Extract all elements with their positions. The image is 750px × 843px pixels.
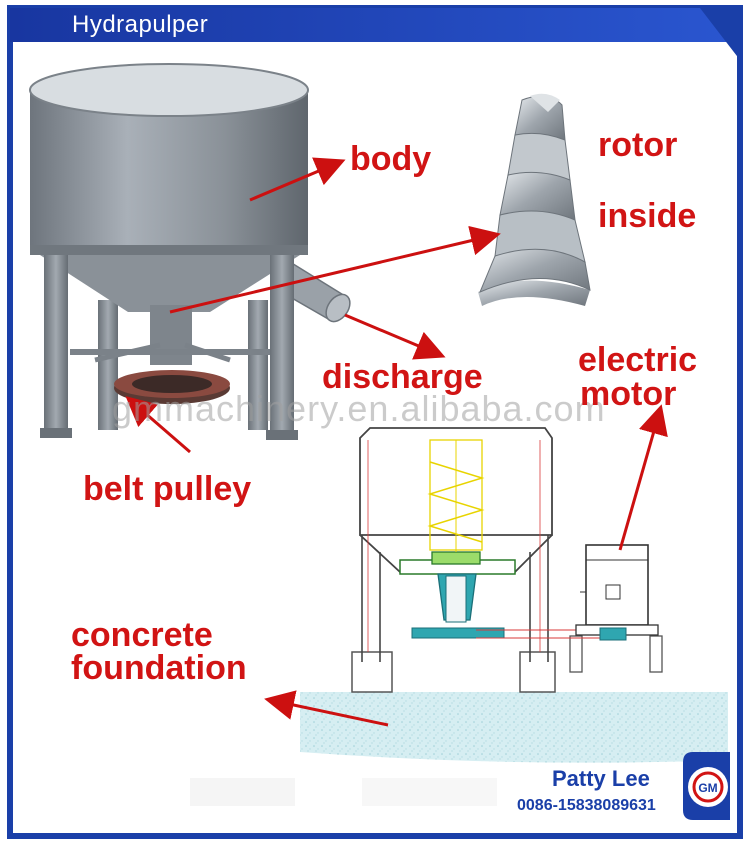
label-body: body	[350, 140, 432, 178]
page-title: Hydrapulper	[72, 11, 209, 38]
faint-mark	[362, 778, 497, 806]
label-foundation: foundation	[71, 649, 247, 687]
callout-arrows	[125, 157, 668, 727]
arrow-electric-motor	[618, 404, 668, 551]
rotor-photo	[478, 93, 591, 306]
label-concrete: concrete	[71, 616, 213, 654]
concrete-slab	[300, 662, 728, 763]
arrow-discharge	[344, 313, 446, 360]
arrow-rotor-inside	[169, 225, 501, 314]
label-electric: electric	[578, 341, 698, 379]
watermark-text: gmmachinery.en.alibaba.com	[112, 388, 606, 429]
header-bar	[10, 8, 740, 42]
label-rotor: rotor	[598, 126, 678, 164]
label-motor: motor	[580, 375, 677, 413]
label-belt-pulley: belt pulley	[83, 470, 252, 508]
hydrapulper-photo	[29, 63, 351, 440]
arrow-belt-pulley	[125, 396, 191, 454]
company-logo: GM	[683, 752, 730, 820]
label-inside: inside	[598, 197, 697, 235]
label-discharge: discharge	[322, 358, 483, 396]
foundation-drawing	[300, 427, 728, 763]
logo-letters: GM	[698, 781, 717, 795]
contact-name: Patty Lee	[552, 766, 650, 791]
arrow-body	[249, 157, 346, 202]
header-corner-accent	[700, 8, 740, 60]
contact-phone: 0086-15838089631	[517, 797, 656, 814]
faint-mark	[190, 778, 295, 806]
arrow-concrete-foundation	[264, 690, 389, 727]
